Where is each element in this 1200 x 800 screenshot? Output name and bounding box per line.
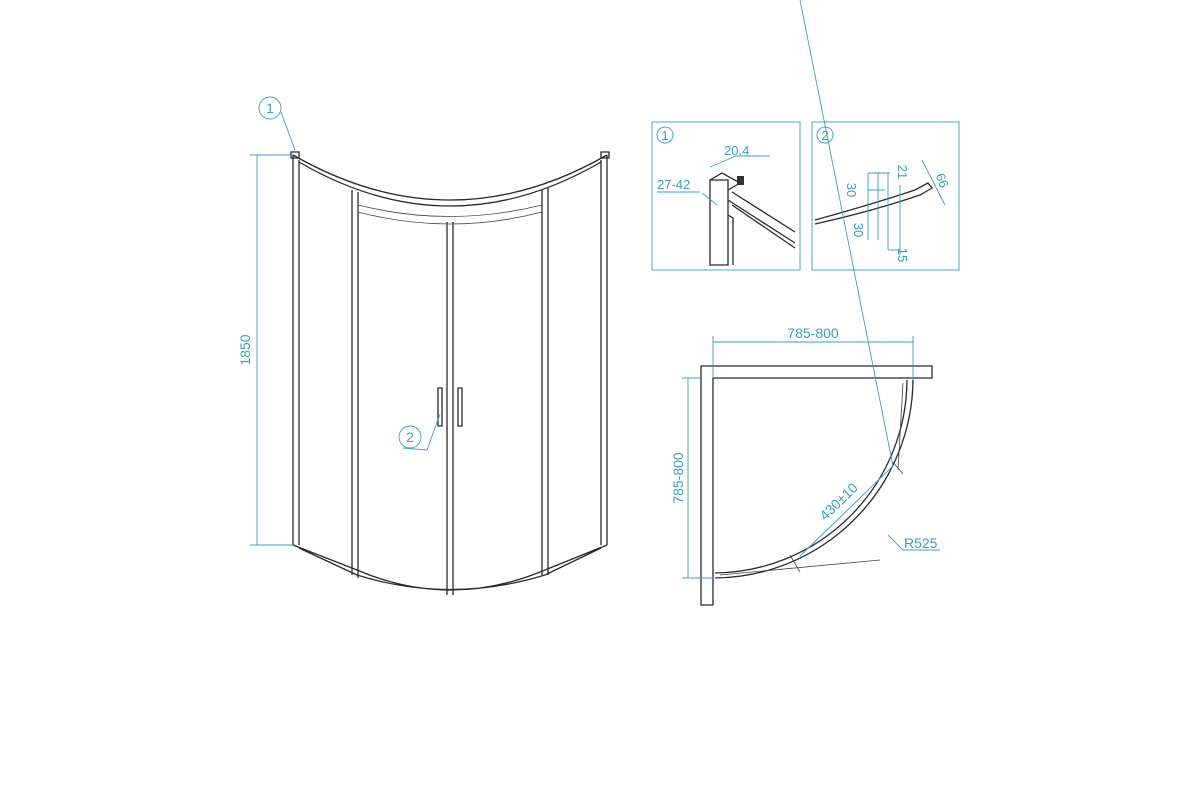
height-label: 1850	[237, 334, 253, 365]
ext-lines	[712, 336, 914, 380]
detail-1-depth: 27-42	[657, 177, 690, 192]
walls	[700, 365, 933, 606]
profile-caps	[290, 151, 610, 159]
callout-1-label: 1	[266, 100, 274, 116]
door-panels	[719, 382, 904, 576]
bottom-line	[292, 544, 608, 591]
depth-dim	[657, 191, 718, 206]
callout-1-leader	[280, 111, 296, 151]
dim-30-top: 30	[844, 183, 859, 197]
door-handles	[437, 387, 463, 427]
profile-clip	[737, 176, 744, 185]
width-dim	[709, 155, 770, 168]
top-view: 785-800 785-800 430±10 R525	[670, 0, 940, 606]
top-width-label: 785-800	[787, 325, 839, 341]
ext-lines	[682, 377, 713, 579]
detail-2-dims	[867, 159, 946, 255]
fixed-panel-edges	[351, 188, 549, 578]
callout-1-circle	[258, 96, 282, 120]
detail-1: 1 20.4 27-42	[651, 121, 801, 271]
door-meeting-edges	[446, 222, 454, 595]
front-view: 1850 1 2	[237, 96, 610, 595]
door-opening-line	[799, 465, 894, 557]
radius-leader	[887, 534, 940, 551]
dim-15: 15	[895, 248, 910, 262]
detail-2-frame	[811, 121, 960, 271]
side-profiles	[292, 155, 608, 545]
dim-21: 21	[895, 165, 910, 179]
detail-2-number: 2	[821, 128, 828, 143]
top-depth-label: 785-800	[670, 452, 686, 504]
door-profile	[814, 182, 933, 225]
callout-2-leader	[402, 413, 441, 451]
callout-2-circle	[398, 425, 422, 449]
detail-1-width: 20.4	[724, 143, 749, 158]
top-rail	[292, 154, 608, 207]
door-top-track	[357, 204, 543, 225]
detail-1-number: 1	[661, 128, 668, 143]
profile-corner	[709, 172, 796, 266]
callout-2-label: 2	[406, 429, 414, 445]
radius-label: R525	[904, 535, 938, 551]
door-opening-dim	[799, 0, 894, 467]
detail-2: 2 30 21 30 66 15	[811, 121, 960, 271]
detail-1-frame	[651, 121, 801, 271]
door-opening-label: 430±10	[816, 479, 861, 523]
dim-30-bottom: 30	[851, 223, 866, 237]
dim-66: 66	[933, 171, 952, 190]
curved-doors	[714, 379, 914, 579]
